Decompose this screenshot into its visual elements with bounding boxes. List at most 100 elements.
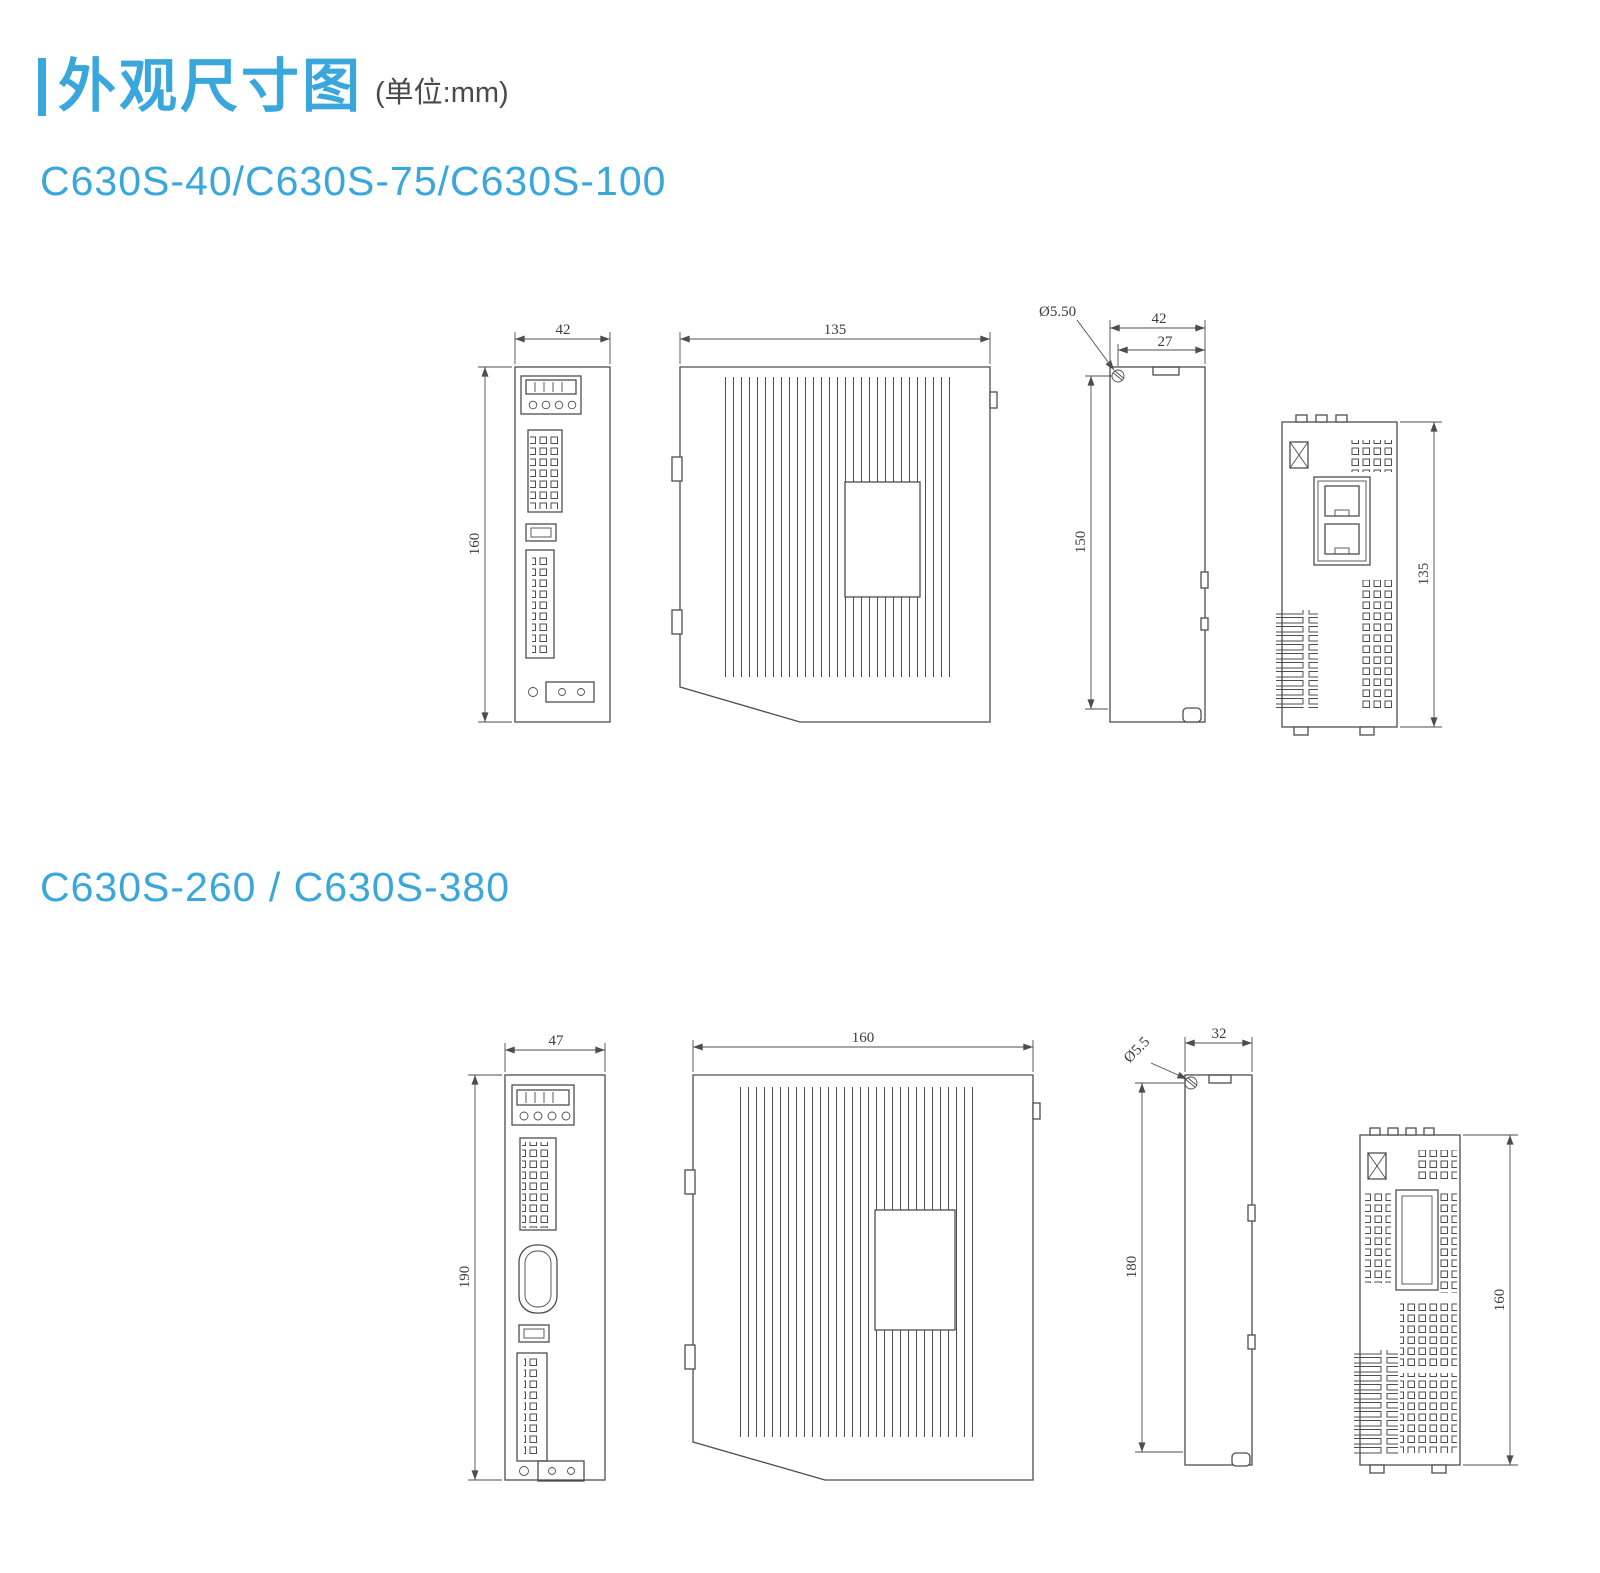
s2-profile-height-dimension: 160 <box>1463 1134 1518 1466</box>
s2-rear-view: Ø5.5 32 180 <box>1121 1026 1256 1467</box>
rj45-ports <box>1313 476 1371 566</box>
vent-holes <box>1365 1193 1391 1283</box>
s2-rear-width-dimension: 32 <box>1184 1026 1253 1072</box>
mounting-tab <box>684 1344 696 1370</box>
mounting-tab <box>684 1169 696 1195</box>
s2-rear-spacing-dimension: 180 <box>1124 1082 1185 1453</box>
terminal-block <box>516 1352 548 1462</box>
top-tab <box>1405 1127 1417 1136</box>
top-tab <box>1423 1127 1435 1136</box>
s1-rear-width-dimension: 42 <box>1109 311 1206 364</box>
io-pin-connector <box>519 1137 557 1231</box>
s1-front-height-label: 160 <box>467 533 483 556</box>
section1-heading: C630S-40/C630S-75/C630S-100 <box>40 158 667 204</box>
s1-side-width-label: 135 <box>824 322 847 338</box>
s1-front-height-dimension: 160 <box>467 366 512 723</box>
s2-profile-body <box>1354 1127 1461 1474</box>
s1-front-width-dimension: 42 <box>514 322 611 364</box>
dsub-connector <box>518 1244 558 1314</box>
s1-rear-offset-dimension: 27 <box>1117 334 1205 366</box>
s1-side-view: 135 <box>671 322 998 723</box>
nameplate <box>874 1209 956 1331</box>
vent-holes <box>1400 1300 1457 1368</box>
display-panel <box>520 375 582 415</box>
s2-front-height-dimension: 190 <box>457 1074 502 1481</box>
foot <box>1369 1464 1385 1474</box>
edge-tab <box>1200 571 1209 589</box>
title-accent-bar <box>38 58 46 116</box>
s2-hole-diameter-label: Ø5.5 <box>1121 1034 1153 1066</box>
s2-front-height-label: 190 <box>457 1266 473 1289</box>
device-outline <box>692 1074 1034 1481</box>
page-title: 外观尺寸图 <box>58 54 364 119</box>
s1-rear-spacing-dimension: 150 <box>1073 375 1112 710</box>
device-outline <box>504 1074 606 1481</box>
s2-profile-height-label: 160 <box>1492 1289 1508 1312</box>
s2-rear-body <box>1184 1074 1256 1467</box>
s2-rear-width-label: 32 <box>1212 1026 1227 1042</box>
s1-rear-width-label: 42 <box>1152 311 1167 327</box>
mounting-hole <box>1184 1076 1198 1090</box>
foot <box>1293 726 1309 736</box>
s1-profile-view: 135 <box>1276 414 1442 736</box>
terminal-block <box>525 549 555 659</box>
bottom-mount-foot <box>1182 707 1202 723</box>
s1-hole-spacing-label: 150 <box>1073 531 1089 554</box>
s1-rear-hole-callout: Ø5.50 <box>1039 304 1115 371</box>
edge-tab <box>1247 1334 1256 1350</box>
top-tab <box>1369 1127 1381 1136</box>
s2-front-width-label: 47 <box>549 1033 565 1049</box>
mounting-hole <box>1111 369 1125 383</box>
section2-heading: C630S-260 / C630S-380 <box>40 864 511 910</box>
mounting-tab <box>671 456 683 482</box>
vent-holes <box>1359 580 1395 710</box>
top-tab <box>1295 414 1308 423</box>
s1-front-view: 42 160 <box>467 322 611 723</box>
device-outline <box>1109 366 1206 723</box>
top-slot <box>1152 366 1180 376</box>
usb-connector <box>525 523 557 542</box>
s1-front-width-label: 42 <box>556 322 571 338</box>
mounting-tab <box>671 609 683 635</box>
bottom-mount-foot <box>1231 1452 1251 1467</box>
s2-hole-spacing-label: 180 <box>1124 1256 1140 1279</box>
s1-front-body <box>514 366 611 723</box>
s1-profile-body <box>1276 414 1398 736</box>
s2-side-view: 160 <box>684 1030 1041 1481</box>
s1-profile-height-dimension: 135 <box>1400 421 1442 728</box>
vent-slats <box>1354 1350 1398 1455</box>
s1-hole-diameter-label: Ø5.50 <box>1039 304 1076 320</box>
s2-front-body <box>504 1074 606 1482</box>
s1-side-width-dimension: 135 <box>679 322 991 364</box>
nameplate <box>844 481 921 598</box>
foot <box>1431 1464 1447 1474</box>
top-tab <box>1315 414 1328 423</box>
display-panel <box>511 1084 575 1126</box>
vent-holes <box>1350 440 1394 472</box>
side-connector-tab <box>1032 1102 1041 1120</box>
s2-rear-hole-callout: Ø5.5 <box>1121 1034 1188 1080</box>
device-outline <box>1184 1074 1253 1466</box>
foot <box>1359 726 1375 736</box>
s1-rear-body <box>1109 366 1209 723</box>
top-slot <box>1208 1074 1232 1084</box>
s1-hole-offset-label: 27 <box>1158 334 1174 350</box>
s2-front-view: 47 190 <box>457 1033 606 1482</box>
s2-profile-view: 160 <box>1354 1127 1518 1474</box>
s1-profile-height-label: 135 <box>1416 563 1432 586</box>
side-connector-tab <box>989 391 998 409</box>
s1-rear-view: Ø5.50 42 27 150 <box>1039 304 1209 723</box>
switch-block <box>1289 441 1309 469</box>
io-pin-connector <box>527 429 563 513</box>
device-outline <box>514 366 611 723</box>
s2-side-width-dimension: 160 <box>692 1030 1034 1072</box>
top-tab <box>1387 1127 1399 1136</box>
edge-tab <box>1247 1204 1256 1222</box>
vent-holes <box>1415 1150 1457 1182</box>
unit-label: (单位:mm) <box>375 77 509 109</box>
edge-tab <box>1200 617 1209 631</box>
s2-side-width-label: 160 <box>852 1030 875 1046</box>
s1-side-body <box>671 366 998 723</box>
vent-holes <box>1400 1373 1457 1453</box>
